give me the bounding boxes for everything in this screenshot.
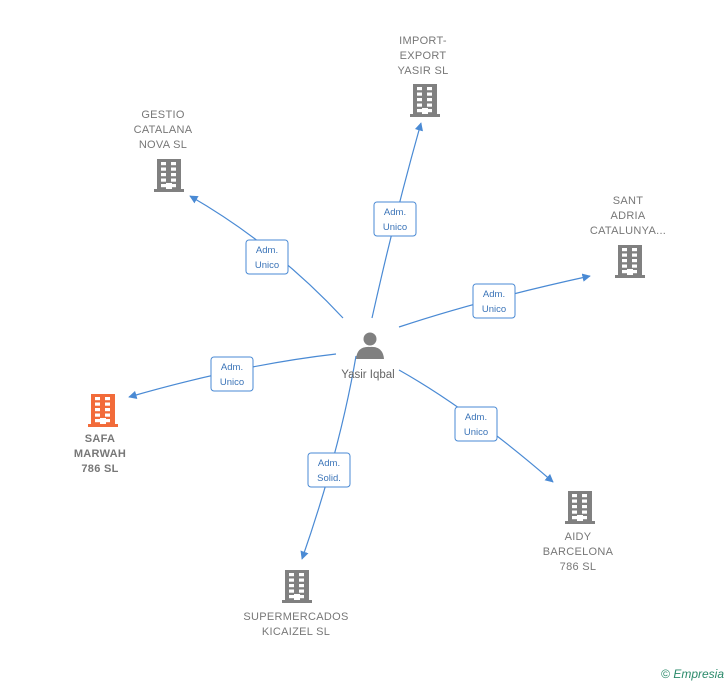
edge-label-line: Adm.	[318, 458, 340, 469]
company-label-line[interactable]: 786 SL	[81, 463, 118, 475]
company-node-super[interactable]: SUPERMERCADOS KICAIZEL SL	[243, 570, 348, 638]
edge-label-box[interactable]	[454, 406, 498, 442]
watermark: © Empresia	[661, 667, 724, 681]
building-icon[interactable]	[615, 245, 645, 278]
edge-label-line: Unico	[383, 222, 407, 233]
edge-label-line: Adm.	[256, 245, 278, 256]
person-name[interactable]: Yasir Iqbal	[341, 369, 394, 381]
edge-label-line: Adm.	[465, 412, 487, 423]
edge-label-box[interactable]	[373, 201, 417, 237]
edge-label-box[interactable]	[245, 239, 289, 275]
company-node-aidy[interactable]: AIDY BARCELONA 786 SL	[543, 491, 614, 573]
company-node-sant[interactable]: SANT ADRIA CATALUNYA...	[590, 195, 666, 278]
company-node-safa[interactable]: SAFA MARWAH 786 SL	[74, 394, 126, 475]
person-node[interactable]: Yasir Iqbal	[341, 332, 395, 382]
company-label-line[interactable]: YASIR SL	[397, 65, 448, 77]
person-icon	[356, 332, 384, 359]
edge-label-line: Adm.	[483, 289, 505, 300]
edge-label-import[interactable]: Adm. Unico	[373, 201, 417, 237]
company-label-line[interactable]: BARCELONA	[543, 546, 614, 558]
company-label-line[interactable]: GESTIO	[141, 109, 185, 121]
company-label-line[interactable]: SANT	[613, 195, 644, 207]
company-label-line[interactable]: 786 SL	[560, 561, 597, 573]
edge-label-line: Adm.	[384, 207, 406, 218]
company-label-line[interactable]: EXPORT	[400, 50, 447, 62]
company-label-line[interactable]: CATALANA	[134, 124, 193, 136]
edge-label-line: Solid.	[317, 473, 341, 484]
company-label-line[interactable]: KICAIZEL SL	[262, 626, 330, 638]
company-label-line[interactable]: AIDY	[565, 531, 592, 543]
edge-label-safa[interactable]: Adm. Unico	[210, 356, 254, 392]
edge-label-aidy[interactable]: Adm. Unico	[454, 406, 498, 442]
company-label-line[interactable]: SUPERMERCADOS	[243, 611, 348, 623]
edge-label-line: Unico	[220, 377, 244, 388]
edge-label-box[interactable]	[210, 356, 254, 392]
edge-label-box[interactable]	[307, 452, 351, 488]
company-node-gestio[interactable]: GESTIO CATALANA NOVA SL	[134, 109, 193, 192]
edge-label-box[interactable]	[472, 283, 516, 319]
company-label-line[interactable]: SAFA	[85, 433, 116, 445]
edge-label-line: Adm.	[221, 362, 243, 373]
building-icon[interactable]	[88, 394, 118, 427]
building-icon[interactable]	[410, 84, 440, 117]
edge-label-sant[interactable]: Adm. Unico	[472, 283, 516, 319]
edge-label-line: Unico	[255, 260, 279, 271]
company-node-import[interactable]: IMPORT- EXPORT YASIR SL	[397, 35, 448, 117]
building-icon[interactable]	[154, 159, 184, 192]
building-icon[interactable]	[282, 570, 312, 603]
company-label-line[interactable]: IMPORT-	[399, 35, 447, 47]
building-icon[interactable]	[565, 491, 595, 524]
company-label-line[interactable]: CATALUNYA...	[590, 225, 666, 237]
company-label-line[interactable]: MARWAH	[74, 448, 126, 460]
company-label-line[interactable]: NOVA SL	[139, 139, 187, 151]
edge-label-super[interactable]: Adm. Solid.	[307, 452, 351, 488]
edge-label-line: Unico	[482, 304, 506, 315]
edge-label-line: Unico	[464, 427, 488, 438]
edge-label-gestio[interactable]: Adm. Unico	[245, 239, 289, 275]
brand-name: Empresia	[673, 667, 724, 681]
company-label-line[interactable]: ADRIA	[610, 210, 645, 222]
copyright-icon: ©	[661, 667, 670, 681]
